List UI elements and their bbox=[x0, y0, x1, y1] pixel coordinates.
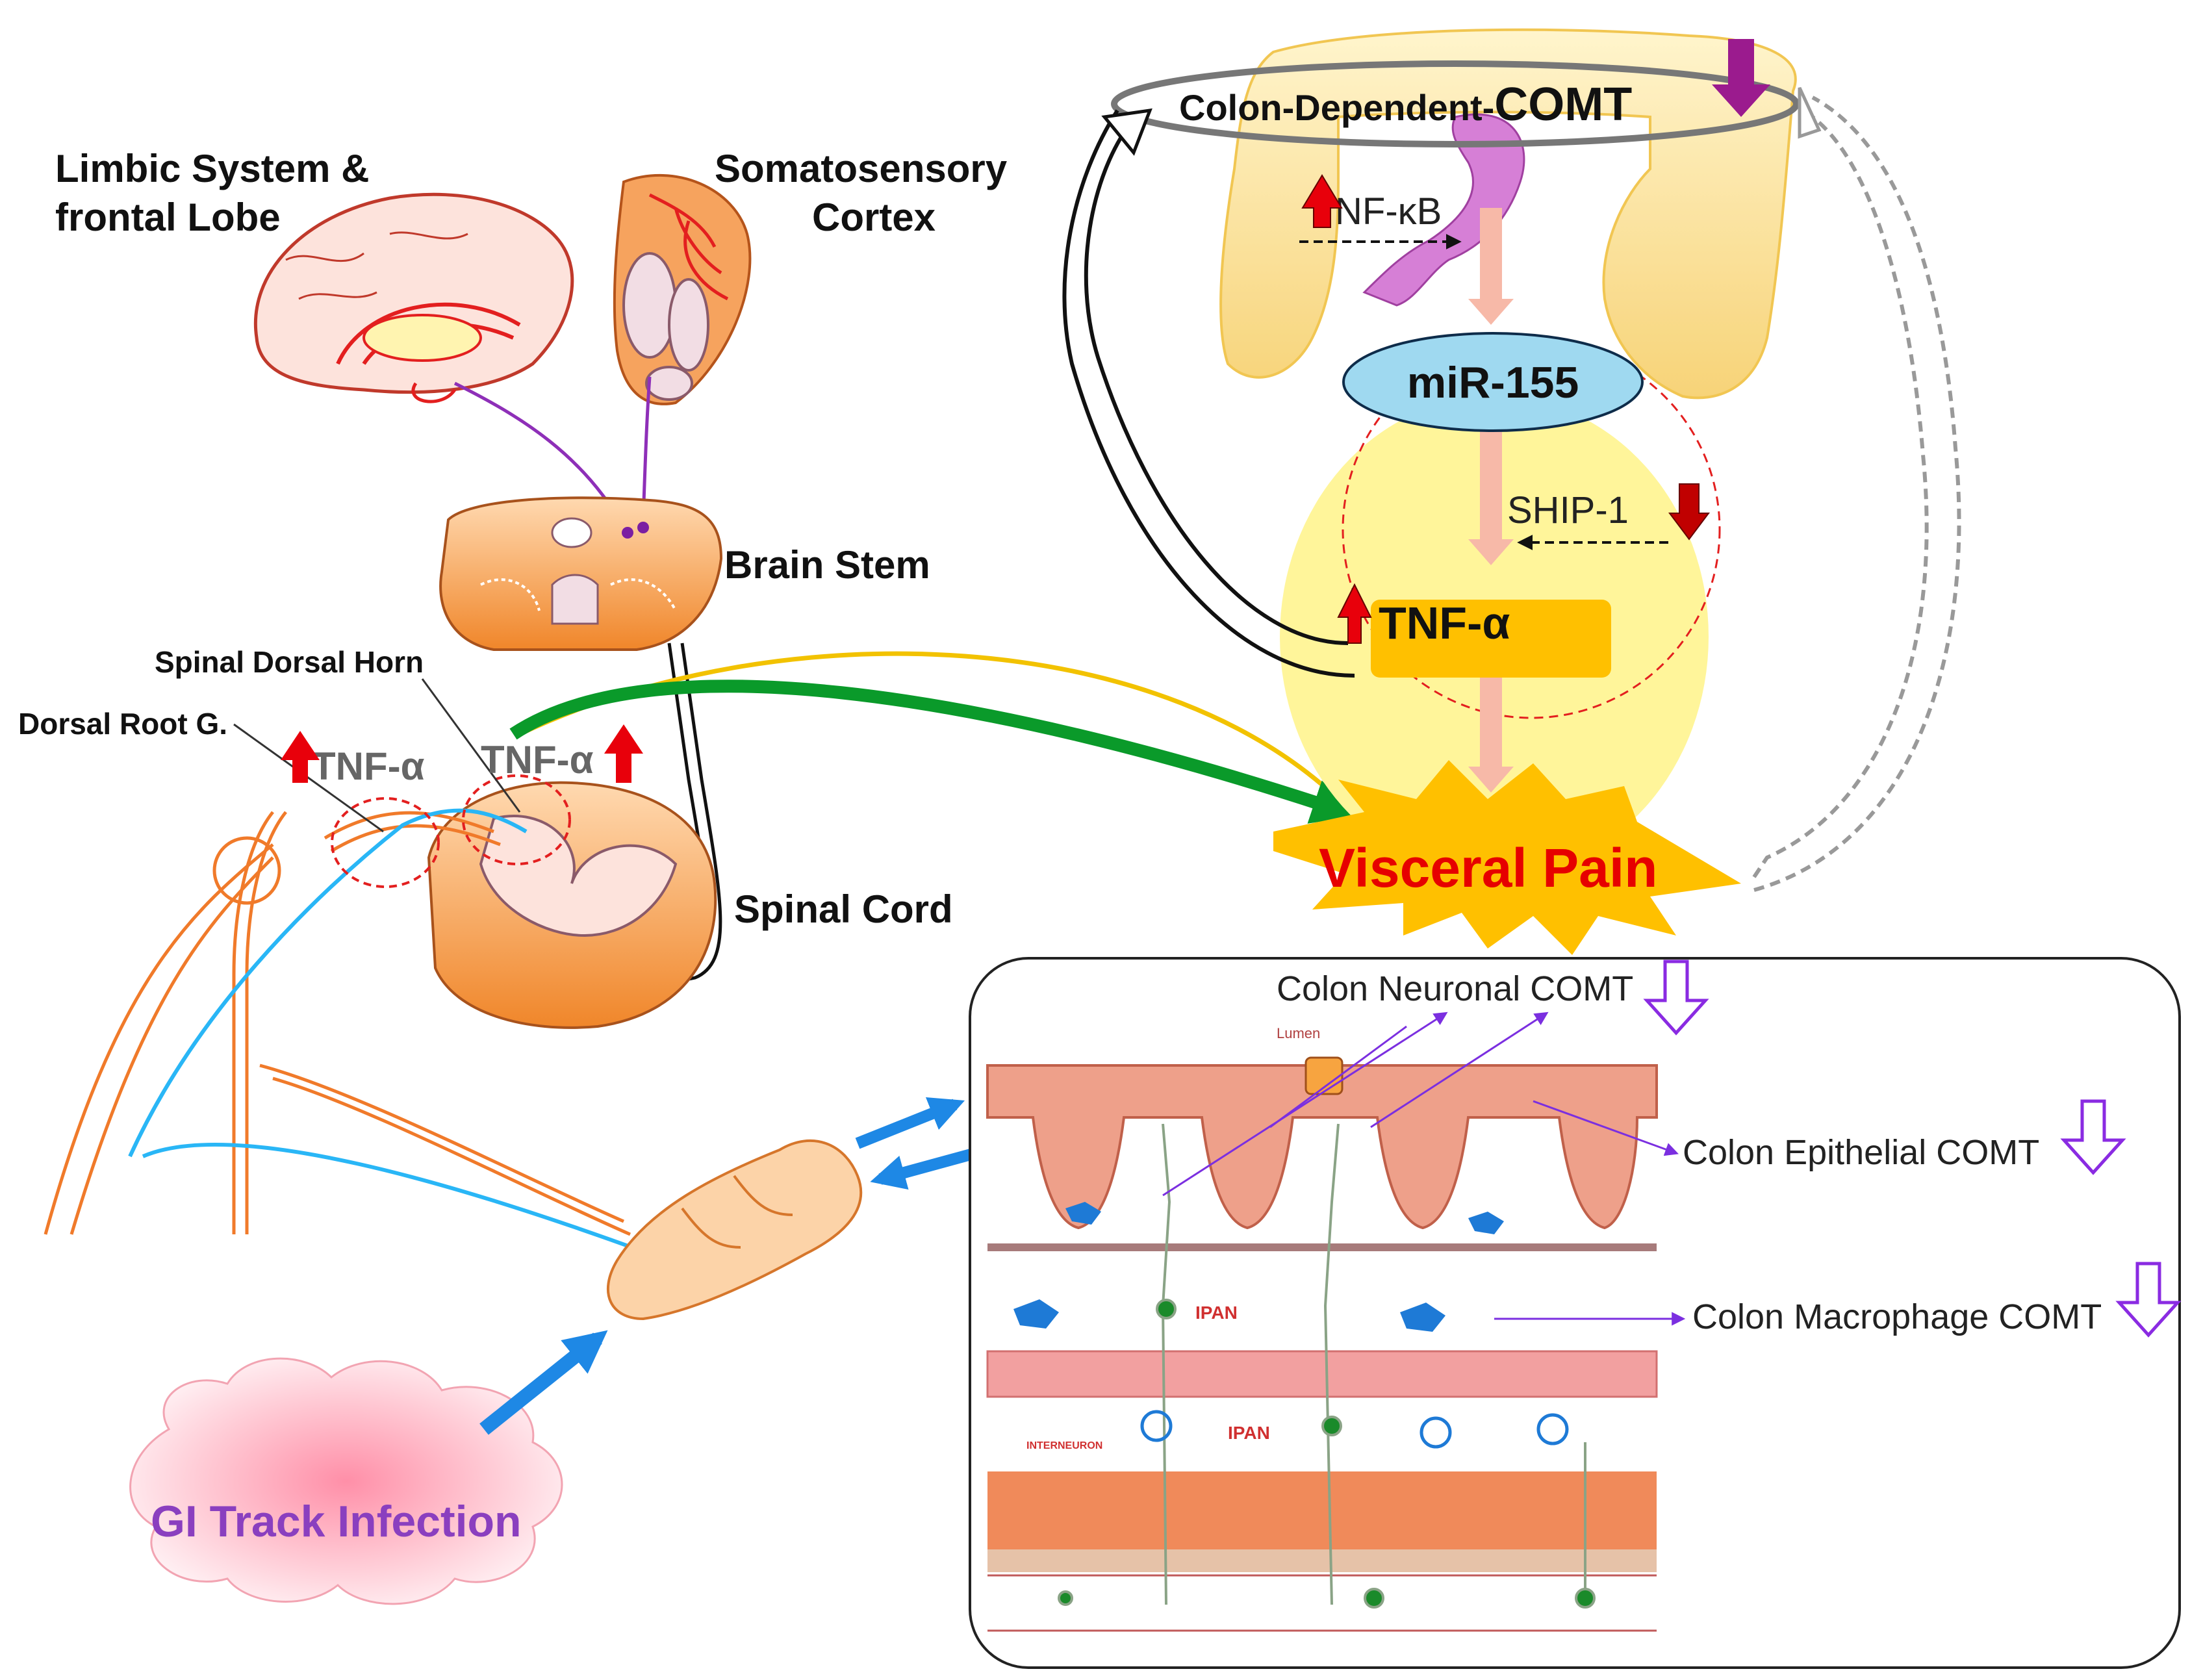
ship1-label: SHIP-1 bbox=[1507, 489, 1629, 531]
tnf-to-comt-feedback-inner bbox=[1062, 109, 1355, 678]
comt-label: Colon-Dependent-COMT bbox=[1179, 79, 1632, 131]
comt-main: COMT bbox=[1494, 79, 1632, 131]
colon-wall-panel: Lumen IPAN IPAN INTERNEURON bbox=[969, 957, 2181, 1669]
pain-to-comt-dashed-feedback bbox=[1752, 115, 1929, 878]
epithelial-down-arrow-icon bbox=[2060, 1099, 2126, 1175]
pain-to-comt-dashed-feedback-2 bbox=[1753, 95, 1961, 892]
somato-label-line2: Cortex bbox=[812, 196, 936, 239]
pain-feedback-arrowhead bbox=[1798, 86, 1822, 139]
somato-label-line1: Somatosensory bbox=[715, 147, 1008, 190]
comt-prefix: Colon-Dependent- bbox=[1179, 87, 1494, 128]
visceral-pain-label: Visceral Pain bbox=[1319, 837, 1657, 898]
epithelial-comt-label: Colon Epithelial COMT bbox=[1683, 1133, 2039, 1172]
gi-infection-label: GI Track Infection bbox=[151, 1497, 522, 1546]
tnf-left-label: TNF-α bbox=[312, 745, 425, 788]
mir155-label: miR-155 bbox=[1407, 358, 1579, 407]
nfkb-label: NF-κB bbox=[1335, 190, 1442, 233]
macrophage-comt-label: Colon Macrophage COMT bbox=[1692, 1297, 2102, 1336]
tnf-pathway-up-arrow-icon bbox=[1337, 583, 1372, 644]
dorsal-root-highlight bbox=[331, 797, 440, 888]
left-labels: Limbic System & frontal Lobe Somatosenso… bbox=[18, 147, 1008, 1546]
spinal-to-pain-green-arrow bbox=[509, 680, 1358, 824]
dorsal-horn-pointer bbox=[421, 678, 521, 813]
limbic-brain-image bbox=[253, 192, 574, 403]
interneuron-label: INTERNEURON bbox=[1026, 1440, 1102, 1451]
ipan-label-1: IPAN bbox=[1195, 1303, 1238, 1323]
tnf-to-comt-feedback bbox=[1084, 122, 1349, 645]
large-colon-image bbox=[1219, 28, 1797, 400]
macrophages bbox=[1013, 1202, 1569, 1449]
ipan-label-2: IPAN bbox=[1228, 1423, 1270, 1443]
gi-infection-cloud bbox=[129, 1357, 563, 1605]
comt-ellipse bbox=[1111, 60, 1800, 147]
tnf-left-up-arrow-icon bbox=[281, 731, 320, 783]
spinal-to-pain-yellow-arrow bbox=[518, 651, 1353, 814]
dorsal-root-label: Dorsal Root G. bbox=[18, 707, 227, 741]
neuronal-down-arrow-icon bbox=[1643, 960, 1709, 1036]
spinal-cord-image bbox=[427, 781, 717, 1029]
tnf-box bbox=[1371, 600, 1611, 678]
macrophage-down-arrow-icon bbox=[2115, 1262, 2182, 1338]
epithelial-pointer bbox=[1533, 1100, 1679, 1156]
visceral-pain-burst bbox=[1273, 760, 1741, 955]
ship1-down-arrow-icon bbox=[1668, 483, 1710, 541]
neuronal-pointer-3 bbox=[1269, 1025, 1407, 1128]
lumen-label: Lumen bbox=[1277, 1025, 1320, 1041]
neurons bbox=[1058, 1123, 1596, 1609]
colon-to-panel-arrow bbox=[855, 1097, 965, 1149]
serosa-band bbox=[987, 1549, 1657, 1572]
nervous-system-illustration bbox=[44, 173, 1358, 1605]
brain-stem-label: Brain Stem bbox=[724, 543, 930, 587]
circular-muscle-band bbox=[986, 1350, 1658, 1398]
limbic-label-line2: frontal Lobe bbox=[55, 196, 281, 239]
dorsal-root-pointer bbox=[233, 723, 384, 833]
longitudinal-muscle-band bbox=[987, 1471, 1657, 1549]
colon-purple-segment bbox=[1362, 113, 1525, 307]
peripheral-nerves bbox=[44, 808, 651, 1256]
spinal-cord-label: Spinal Cord bbox=[734, 887, 953, 931]
gi-to-colon-arrow bbox=[479, 1330, 608, 1435]
brain-stem-image bbox=[439, 496, 723, 651]
limbic-label-line1: Limbic System & bbox=[55, 147, 370, 190]
neuronal-comt-label: Colon Neuronal COMT bbox=[1277, 969, 1633, 1008]
neuronal-pointer-2 bbox=[1370, 1012, 1549, 1128]
mir155-ellipse bbox=[1342, 332, 1644, 432]
dorsal-horn-highlight bbox=[462, 774, 571, 865]
pathway-flow-arrows bbox=[1468, 208, 1514, 793]
colon-pathway bbox=[1062, 28, 1961, 955]
neuronal-pointer-1 bbox=[1162, 1012, 1448, 1197]
feedback-arrowhead bbox=[1101, 108, 1152, 156]
nfkb-up-arrow-icon bbox=[1301, 174, 1343, 228]
colon-segment-image bbox=[606, 1139, 863, 1321]
somatosensory-cortex-image bbox=[613, 173, 752, 405]
tnf-right-label: TNF-α bbox=[481, 738, 594, 782]
tnf-pathway-label: TNF-α bbox=[1379, 598, 1510, 648]
spinal-dorsal-horn-label: Spinal Dorsal Horn bbox=[155, 645, 424, 679]
comt-down-arrow-icon bbox=[1712, 39, 1770, 117]
tnf-right-up-arrow-icon bbox=[604, 724, 643, 783]
